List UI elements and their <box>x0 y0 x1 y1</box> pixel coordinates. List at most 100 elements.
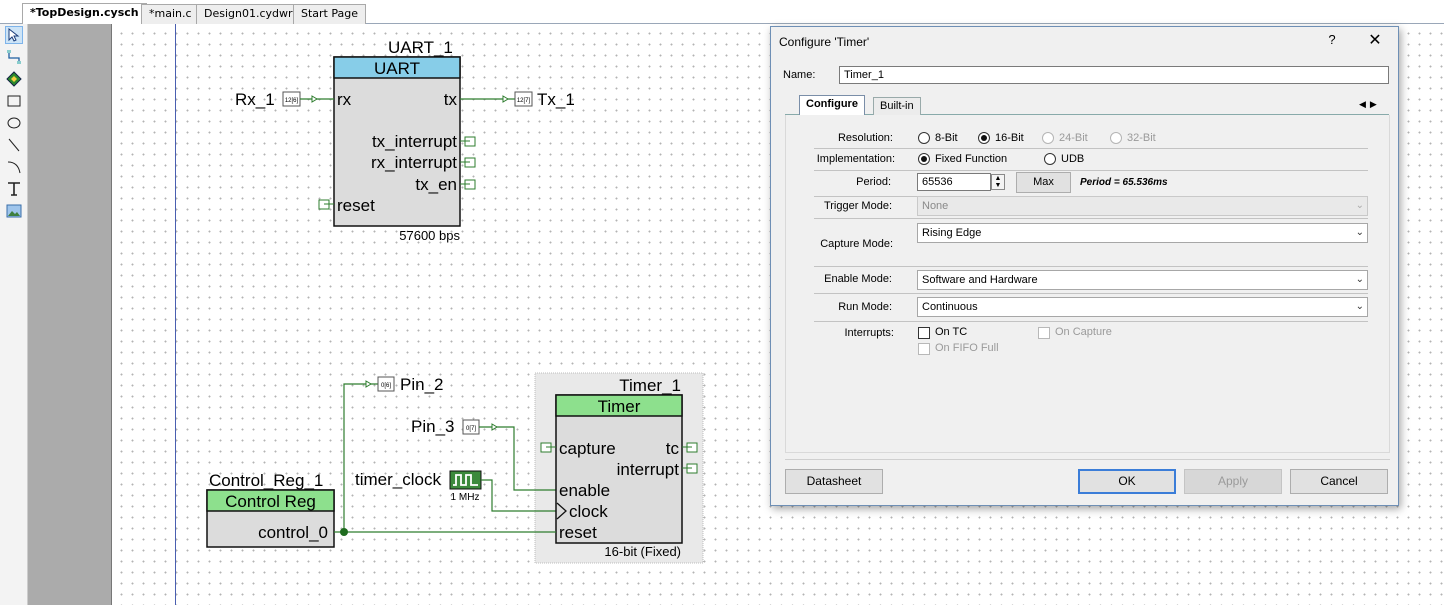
help-button[interactable]: ? <box>1328 32 1336 47</box>
tab-main-c[interactable]: *main.c <box>141 4 200 24</box>
on-tc-label: On TC <box>935 326 968 338</box>
uart-type-label: UART <box>374 59 420 78</box>
tab-topdesign[interactable]: *TopDesign.cysch <box>22 3 147 25</box>
rx-pin[interactable]: Rx_1 12[6] <box>235 90 334 109</box>
capture-mode-label: Capture Mode: <box>820 238 893 250</box>
trigger-mode-label: Trigger Mode: <box>823 200 892 212</box>
wire-tool-icon[interactable] <box>5 48 23 66</box>
run-mode-value: Continuous <box>922 301 978 313</box>
on-tc-checkbox[interactable] <box>918 327 930 339</box>
uart-instance-name: UART_1 <box>388 38 453 57</box>
period-info: Period = 65.536ms <box>1080 177 1168 188</box>
document-tab-bar: *TopDesign.cysch *main.c Design01.cydwr … <box>0 0 1444 25</box>
ellipse-tool-icon[interactable] <box>5 114 23 132</box>
dialog-tabs: Configure Built-in <box>785 95 1389 116</box>
radio-24bit[interactable] <box>1042 132 1054 144</box>
tab-built-in[interactable]: Built-in <box>873 97 921 115</box>
timer-pin-tc: tc <box>666 439 680 458</box>
timer-component[interactable]: Timer_1 Timer capture tc interrupt enabl… <box>540 376 698 559</box>
tab-scroll-arrows[interactable]: ◀▶ <box>1359 99 1381 109</box>
interrupts-label: Interrupts: <box>844 327 894 339</box>
enable-mode-select[interactable]: Software and Hardware ⌄ <box>917 270 1368 290</box>
option-32bit: 32-Bit <box>1127 132 1156 144</box>
divider <box>814 218 1368 219</box>
tab-start-page[interactable]: Start Page <box>293 4 366 24</box>
line-tool-icon[interactable] <box>5 136 23 154</box>
on-fifo-full-label: On FIFO Full <box>935 342 999 354</box>
close-icon[interactable]: ✕ <box>1368 32 1382 49</box>
control-reg-output: control_0 <box>258 523 328 542</box>
uart-baud-label: 57600 bps <box>399 228 460 243</box>
text-tool-icon[interactable] <box>5 180 23 198</box>
name-label: Name: <box>783 69 816 81</box>
on-capture-label: On Capture <box>1055 326 1112 338</box>
chevron-down-icon: ⌄ <box>1355 274 1364 285</box>
timer-clock[interactable]: timer_clock 1 MHz <box>355 470 556 512</box>
divider <box>814 321 1368 322</box>
apply-button[interactable]: Apply <box>1184 469 1282 494</box>
datasheet-button[interactable]: Datasheet <box>785 469 883 494</box>
run-mode-select[interactable]: Continuous ⌄ <box>917 297 1368 317</box>
timer-pin-interrupt: interrupt <box>617 460 680 479</box>
ok-button[interactable]: OK <box>1078 469 1176 494</box>
chevron-down-icon: ⌄ <box>1355 301 1364 312</box>
resolution-label: Resolution: <box>837 132 893 144</box>
uart-pin-tx: tx <box>444 90 458 109</box>
chevron-down-icon: ⌄ <box>1355 200 1364 211</box>
divider <box>814 293 1368 294</box>
option-24bit: 24-Bit <box>1059 132 1088 144</box>
tx-pin-name: Tx_1 <box>537 90 575 109</box>
max-button[interactable]: Max <box>1016 172 1071 193</box>
rx-pin-name: Rx_1 <box>235 90 275 109</box>
pin-2[interactable]: 0[6] Pin_2 <box>343 375 443 532</box>
period-label: Period: <box>856 176 891 188</box>
pointer-icon[interactable] <box>5 26 23 44</box>
configure-timer-dialog: Configure 'Timer' ? ✕ Name: Timer_1 Conf… <box>770 26 1399 506</box>
component-tool-icon[interactable] <box>5 70 23 88</box>
radio-8bit[interactable] <box>918 132 930 144</box>
timer-instance-name: Timer_1 <box>619 376 681 395</box>
trigger-mode-select[interactable]: None ⌄ <box>917 196 1368 216</box>
on-capture-checkbox[interactable] <box>1038 327 1050 339</box>
period-input[interactable]: 65536 <box>917 173 991 191</box>
uart-pin-reset: reset <box>337 196 375 215</box>
divider <box>814 266 1368 267</box>
trigger-mode-value: None <box>922 200 949 212</box>
capture-mode-value: Rising Edge <box>922 227 982 239</box>
image-tool-icon[interactable] <box>5 202 23 220</box>
pin-3[interactable]: Pin_3 0[7] <box>411 417 556 491</box>
period-spinner[interactable]: ▲▼ <box>991 174 1005 190</box>
timer-type-label: Timer <box>598 397 641 416</box>
timer-pin-enable: enable <box>559 481 610 500</box>
radio-udb[interactable] <box>1044 153 1056 165</box>
tab-configure[interactable]: Configure <box>799 95 865 116</box>
uart-component[interactable]: UART_1 UART rx tx tx_interrupt rx_interr… <box>318 38 476 243</box>
pin-2-name: Pin_2 <box>400 375 443 394</box>
radio-16bit[interactable] <box>978 132 990 144</box>
option-16bit: 16-Bit <box>995 132 1024 144</box>
control-reg-instance-name: Control_Reg_1 <box>209 471 323 490</box>
timer-pin-reset: reset <box>559 523 597 542</box>
pin-2-tag: 0[6] <box>381 383 391 389</box>
capture-mode-select[interactable]: Rising Edge ⌄ <box>917 223 1368 243</box>
timer-pin-capture: capture <box>559 439 616 458</box>
tx-pin-tag: 12[7] <box>517 98 531 104</box>
tx-pin[interactable]: 12[7] Tx_1 <box>460 90 575 109</box>
uart-header <box>333 56 461 79</box>
tab-design01[interactable]: Design01.cydwr <box>196 4 301 24</box>
name-input[interactable]: Timer_1 <box>839 66 1389 84</box>
uart-pin-tx-en: tx_en <box>415 175 457 194</box>
radio-32bit[interactable] <box>1110 132 1122 144</box>
timer-pin-clock: clock <box>569 502 608 521</box>
run-mode-label: Run Mode: <box>838 301 892 313</box>
rectangle-tool-icon[interactable] <box>5 92 23 110</box>
cancel-button[interactable]: Cancel <box>1290 469 1388 494</box>
divider <box>785 459 1390 460</box>
option-fixed-function: Fixed Function <box>935 153 1008 165</box>
option-udb: UDB <box>1061 153 1085 165</box>
on-fifo-full-checkbox[interactable] <box>918 343 930 355</box>
control-reg-component[interactable]: Control_Reg_1 Control Reg control_0 <box>206 471 556 548</box>
radio-fixed-function[interactable] <box>918 153 930 165</box>
arc-tool-icon[interactable] <box>5 158 23 176</box>
pin-3-name: Pin_3 <box>411 417 454 436</box>
